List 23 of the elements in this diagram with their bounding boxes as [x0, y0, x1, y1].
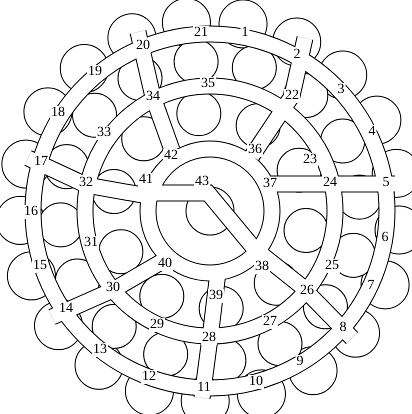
number-label: 10: [248, 375, 264, 389]
number-label: 23: [302, 153, 318, 167]
number-label: 40: [157, 257, 173, 271]
number-label: 7: [366, 279, 376, 293]
number-label: 15: [32, 259, 48, 273]
number-label: 12: [141, 370, 157, 384]
number-label: 22: [284, 89, 300, 103]
number-label: 27: [262, 315, 278, 329]
number-label: 31: [83, 236, 99, 250]
number-label: 41: [138, 173, 154, 187]
number-label: 36: [247, 143, 263, 157]
number-label: 18: [50, 106, 66, 120]
number-label: 25: [324, 259, 340, 273]
number-label: 16: [23, 205, 39, 219]
number-label: 13: [92, 343, 108, 357]
number-label: 42: [163, 149, 179, 163]
number-label: 28: [201, 331, 217, 345]
number-label: 32: [78, 176, 94, 190]
number-label: 39: [208, 289, 224, 303]
number-label: 33: [96, 126, 112, 140]
number-label: 38: [254, 260, 270, 274]
number-label: 29: [149, 318, 165, 332]
number-label: 20: [135, 39, 151, 53]
